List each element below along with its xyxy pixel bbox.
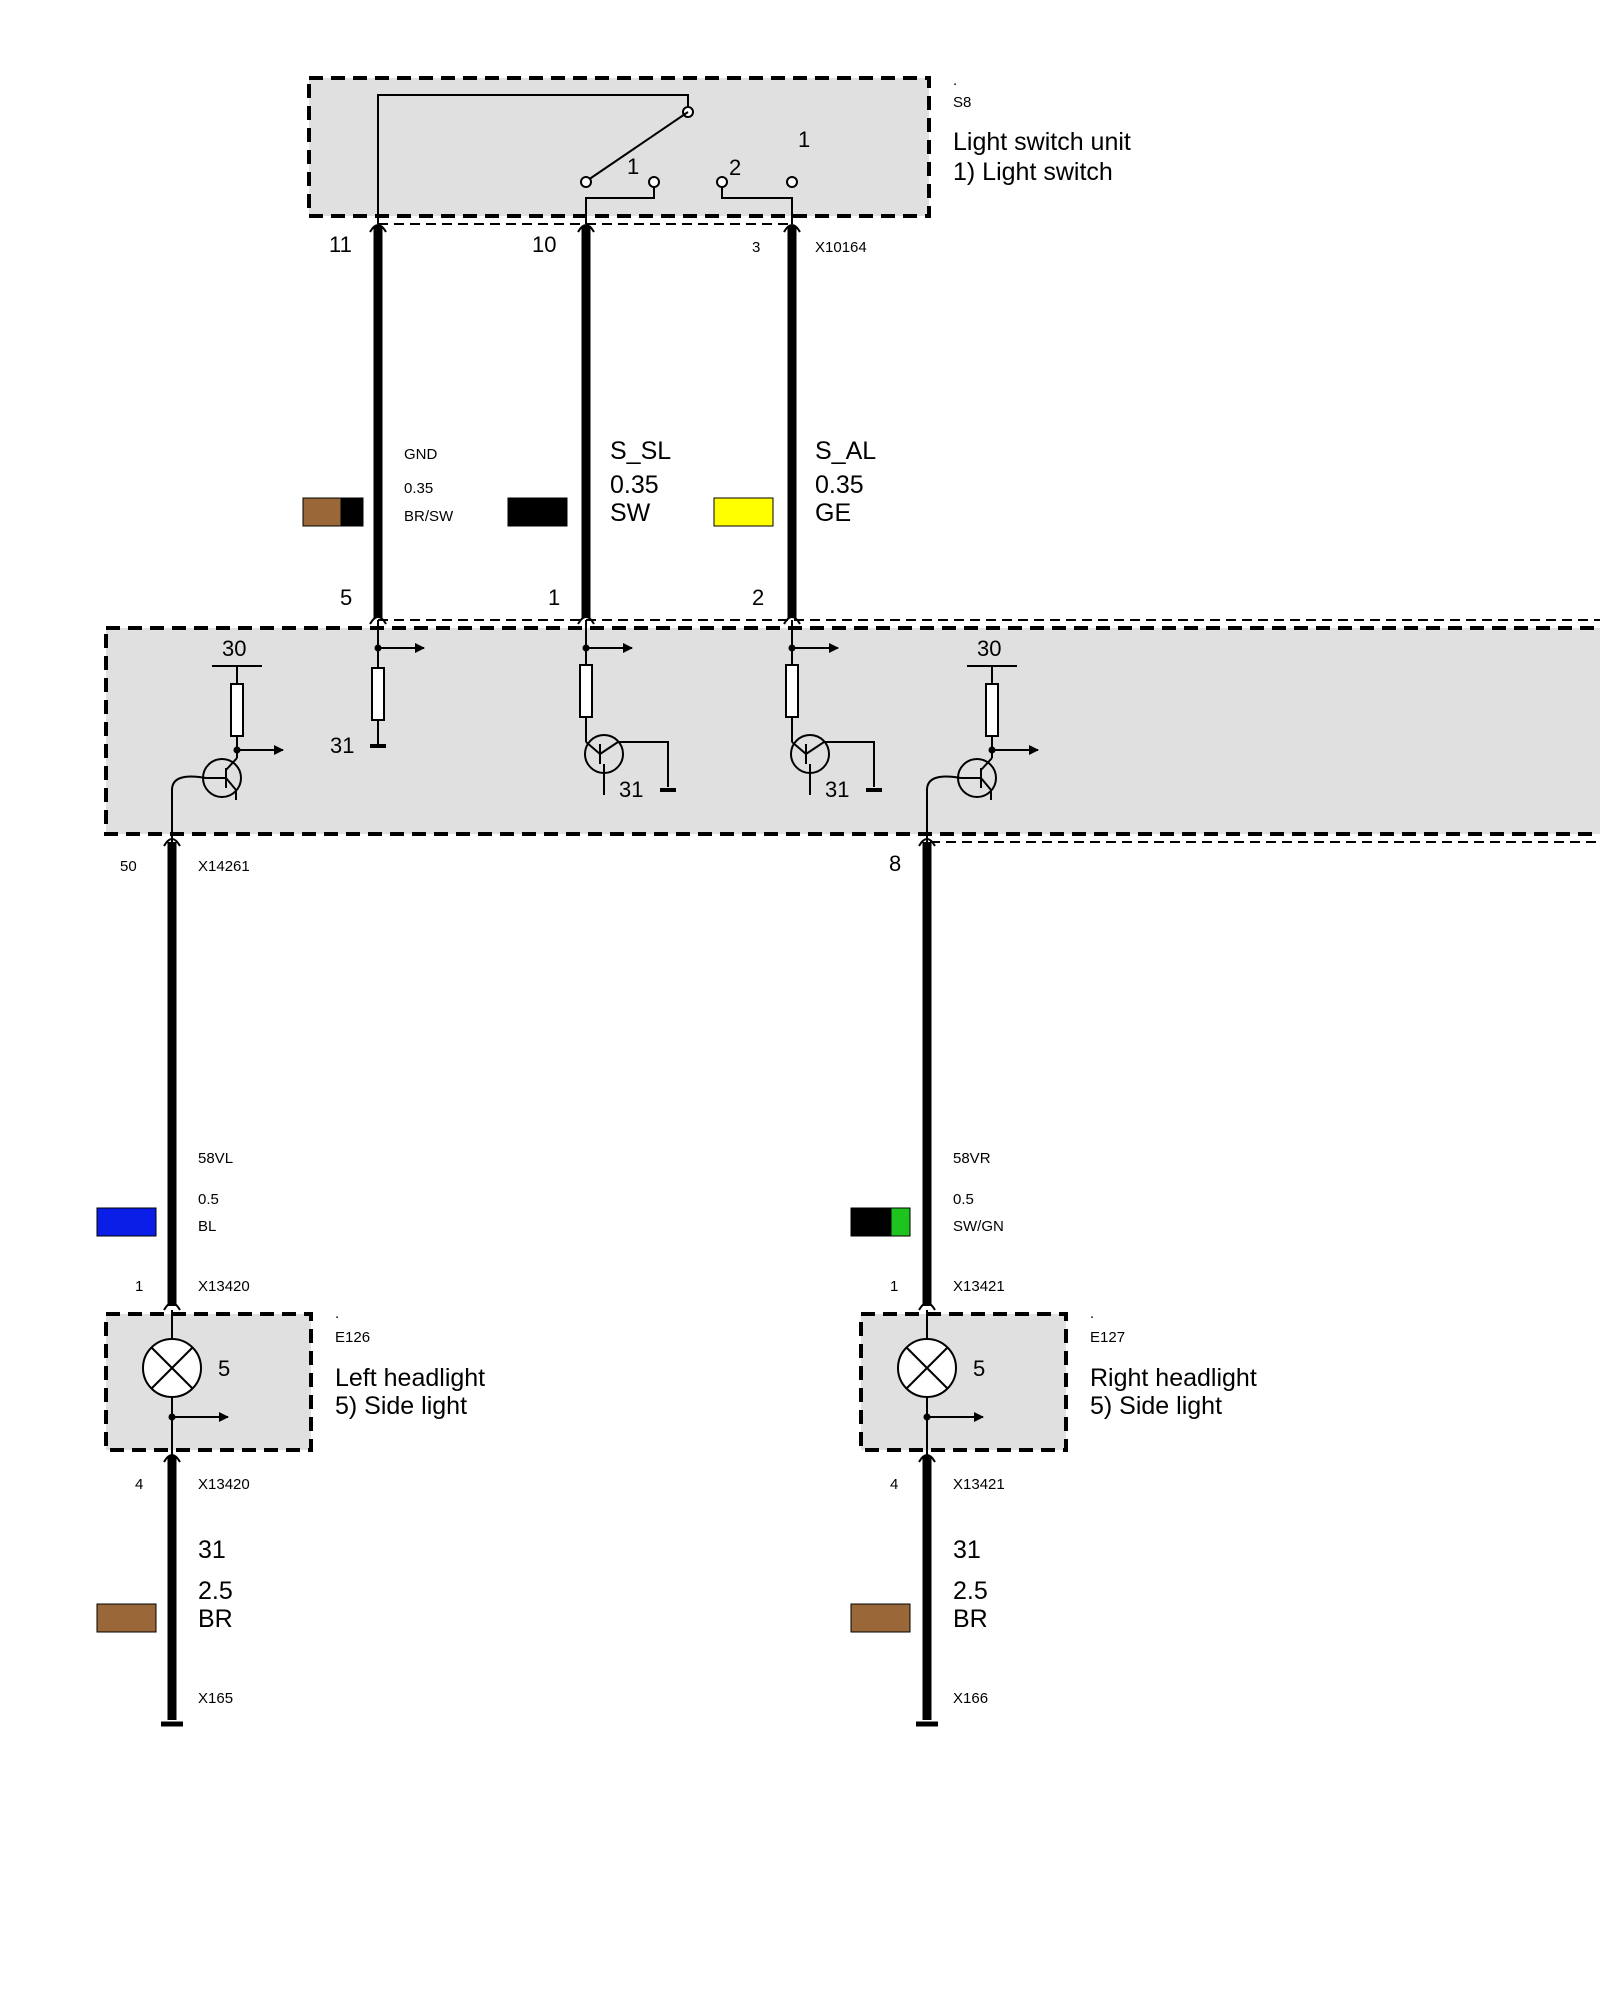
right-lamp-pin-label: 5: [973, 1356, 985, 1381]
wire-right-ground-swatch: [850, 1603, 911, 1633]
switch-pin-label: 1: [798, 127, 810, 152]
wire-58vl-color: BL: [198, 1218, 216, 1235]
module-supply-left: 30: [222, 636, 246, 661]
switch-name: Light switch unit: [953, 128, 1131, 156]
wire-left-ground-signal: 31: [198, 1536, 226, 1564]
wire-58vr-gauge: 0.5: [953, 1191, 974, 1208]
wire-ssl-gauge: 0.35: [610, 471, 659, 499]
switch-contact-2-label: 2: [729, 155, 741, 180]
left-lamp-pin-in: 1: [135, 1278, 143, 1295]
left-lamp-pin-out: 4: [135, 1476, 143, 1493]
wire-gnd-gauge: 0.35: [404, 480, 433, 497]
module-ground-2: 31: [619, 777, 643, 802]
wire-58vl-pin-top: 50: [120, 858, 137, 875]
right-lamp-name: Right headlight: [1090, 1364, 1257, 1392]
module-ground-1: 31: [330, 733, 354, 758]
wire-right-ground-color: BR: [953, 1605, 988, 1633]
left-lamp-dot: .: [335, 1305, 339, 1322]
wire-58vr-signal: 58VR: [953, 1150, 991, 1167]
left-ground-connector: X165: [198, 1690, 233, 1707]
wire-gnd-swatch: [302, 497, 364, 527]
wire-gnd-color: BR/SW: [404, 508, 454, 525]
module-supply-right: 30: [977, 636, 1001, 661]
wire-ssl-signal: S_SL: [610, 437, 671, 465]
left-lamp-connector-out: X13420: [198, 1476, 250, 1493]
wire-58vl-gauge: 0.5: [198, 1191, 219, 1208]
wire-ssl-pin-top: 10: [532, 232, 556, 257]
switch-connector-id: X10164: [815, 239, 867, 256]
wire-ssl-swatch: [507, 497, 568, 527]
wire-58vl-signal: 58VL: [198, 1150, 233, 1167]
wire-left-ground-color: BR: [198, 1605, 233, 1633]
right-lamp-id: E127: [1090, 1329, 1125, 1346]
module-ground-3: 31: [825, 777, 849, 802]
right-lamp-pin-out: 4: [890, 1476, 898, 1493]
left-headlight: 5: [104, 1310, 313, 1456]
wire-gnd-pin-top: 11: [329, 232, 352, 257]
switch-dot: .: [953, 72, 957, 89]
wire-58vr-color: SW/GN: [953, 1218, 1004, 1235]
wire-58vr-swatch: [850, 1207, 911, 1237]
wire-gnd-pin-bottom: 5: [340, 585, 352, 610]
wire-gnd-signal: GND: [404, 446, 438, 463]
wire-ssl-color: SW: [610, 499, 651, 527]
switch-sub: 1) Light switch: [953, 158, 1113, 186]
right-lamp-connector-out: X13421: [953, 1476, 1005, 1493]
left-lamp-name: Left headlight: [335, 1364, 485, 1392]
wire-right-ground-gauge: 2.5: [953, 1577, 988, 1605]
right-ground-connector: X166: [953, 1690, 988, 1707]
left-lamp-id: E126: [335, 1329, 370, 1346]
wire-58vr-pin-top: 8: [889, 851, 901, 876]
wire-left-ground-gauge: 2.5: [198, 1577, 233, 1605]
wire-sal-gauge: 0.35: [815, 471, 864, 499]
wire-58vl-swatch: [96, 1207, 157, 1237]
light-switch-unit: 1 2 1: [307, 76, 931, 225]
left-lamp-connector-in: X13420: [198, 1278, 250, 1295]
wire-sal-pin-bottom: 2: [752, 585, 764, 610]
module-connector-id: X14261: [198, 858, 250, 875]
right-lamp-dot: .: [1090, 1305, 1094, 1322]
control-module: 31 31 31 30: [104, 616, 1600, 843]
left-lamp-sub: 5) Side light: [335, 1392, 467, 1420]
switch-id: S8: [953, 94, 971, 111]
wire-sal-signal: S_AL: [815, 437, 876, 465]
left-lamp-pin-label: 5: [218, 1356, 230, 1381]
wire-sal-swatch: [713, 497, 774, 527]
switch-contact-1-label: 1: [627, 154, 639, 179]
right-lamp-sub: 5) Side light: [1090, 1392, 1222, 1420]
right-lamp-pin-in: 1: [890, 1278, 898, 1295]
right-headlight: 5: [859, 1310, 1068, 1456]
right-lamp-connector-in: X13421: [953, 1278, 1005, 1295]
wire-ssl-pin-bottom: 1: [548, 585, 560, 610]
wire-sal-pin-top: 3: [752, 239, 760, 256]
wire-right-ground-signal: 31: [953, 1536, 981, 1564]
wire-sal-color: GE: [815, 499, 851, 527]
wire-left-ground-swatch: [96, 1603, 157, 1633]
